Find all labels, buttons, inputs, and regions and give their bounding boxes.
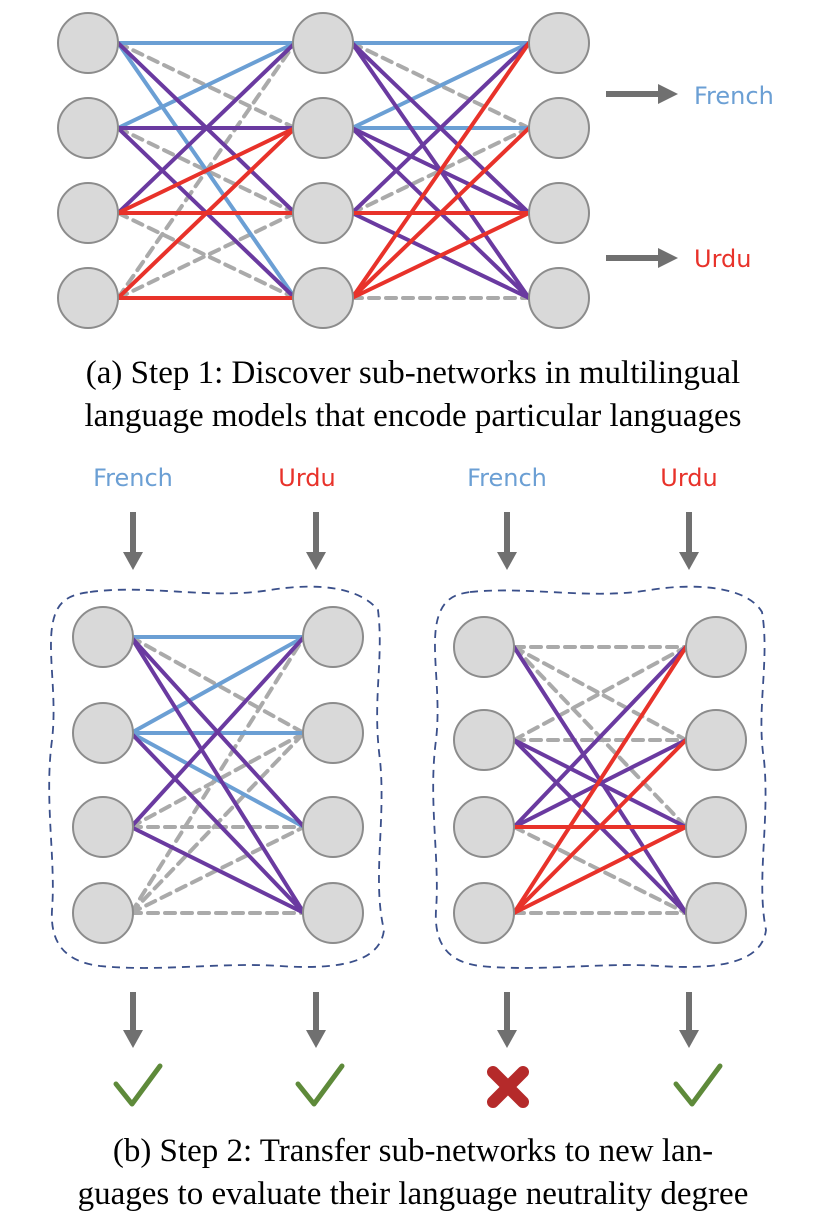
- step2-caption-line1: (b) Step 2: Transfer sub-networks to new…: [112, 1133, 714, 1169]
- step1-network-nodes: [57, 12, 590, 329]
- shared-edge: [129, 635, 306, 915]
- pruned-edge: [512, 645, 688, 742]
- step1-caption-line1: (a) Step 1: Discover sub-networks in mul…: [85, 355, 741, 391]
- urdu-subnetwork-edges: [512, 645, 688, 915]
- down-arrow-icon: [123, 992, 143, 1048]
- urdu-output-label: Urdu: [694, 245, 751, 273]
- pruned-edge: [116, 211, 297, 300]
- neuron-node: [292, 12, 354, 74]
- step2-results: [113, 1063, 723, 1108]
- step2-caption: (b) Step 2: Transfer sub-networks to new…: [0, 1130, 826, 1216]
- french-subnetwork-nodes: [72, 606, 364, 944]
- urdu-subnetwork-boundary: [432, 585, 767, 969]
- check-icon: [673, 1063, 723, 1107]
- french-input-label-right: French: [467, 464, 547, 492]
- down-arrow-icon: [306, 512, 326, 570]
- urdu-edge: [512, 738, 688, 915]
- neuron-node: [528, 182, 590, 244]
- urdu-input-label-right: Urdu: [660, 464, 717, 492]
- pruned-edge: [129, 731, 306, 829]
- down-arrow-icon: [679, 992, 699, 1048]
- neuron-node: [57, 12, 119, 74]
- pruned-edge: [350, 126, 531, 215]
- neuron-node: [685, 796, 747, 858]
- step2-arrows: [123, 512, 699, 1048]
- neuron-node: [528, 12, 590, 74]
- neuron-node: [453, 709, 515, 771]
- shared-edge: [129, 635, 306, 829]
- neuron-node: [292, 267, 354, 329]
- cross-icon: [487, 1066, 529, 1108]
- french-subnetwork-edges: [129, 635, 306, 915]
- french-edge: [350, 41, 531, 130]
- neuron-node: [292, 97, 354, 159]
- french-input-label-left: French: [93, 464, 173, 492]
- neuron-node: [292, 182, 354, 244]
- step1-network-edges: [116, 41, 531, 300]
- neuron-node: [528, 267, 590, 329]
- neuron-node: [685, 882, 747, 944]
- french-edge: [116, 41, 297, 130]
- neuron-node: [302, 796, 364, 858]
- neuron-node: [57, 182, 119, 244]
- neuron-node: [72, 796, 134, 858]
- urdu-edge: [116, 126, 297, 215]
- shared-edge: [350, 41, 531, 215]
- step2-caption-line2: guages to evaluate their language neutra…: [77, 1176, 749, 1212]
- neuron-node: [528, 97, 590, 159]
- down-arrow-icon: [123, 512, 143, 570]
- neuron-node: [302, 702, 364, 764]
- pruned-edge: [116, 211, 297, 300]
- pruned-edge: [116, 126, 297, 215]
- urdu-edge: [350, 41, 531, 300]
- urdu-edge: [350, 211, 531, 300]
- neuron-node: [72, 702, 134, 764]
- urdu-edge: [350, 126, 531, 300]
- step1-output-arrows: [606, 84, 678, 268]
- urdu-edge: [512, 645, 688, 915]
- check-icon: [295, 1063, 345, 1107]
- urdu-edge: [512, 825, 688, 915]
- step1-caption: (a) Step 1: Discover sub-networks in mul…: [0, 352, 826, 438]
- urdu-edge: [116, 126, 297, 300]
- down-arrow-icon: [497, 992, 517, 1048]
- urdu-input-label-left: Urdu: [278, 464, 335, 492]
- neuron-node: [453, 882, 515, 944]
- shared-edge: [512, 645, 688, 829]
- down-arrow-icon: [306, 992, 326, 1048]
- neuron-node: [453, 796, 515, 858]
- urdu-output-arrow: [606, 248, 678, 268]
- check-icon: [113, 1063, 163, 1107]
- neuron-node: [302, 882, 364, 944]
- pruned-edge: [116, 41, 297, 130]
- shared-edge: [129, 825, 306, 915]
- neuron-node: [685, 616, 747, 678]
- step1-caption-line2: language models that encode particular l…: [84, 398, 742, 434]
- french-edge: [129, 731, 306, 829]
- pruned-edge: [350, 41, 531, 130]
- shared-edge: [129, 731, 306, 915]
- french-subnetwork-boundary: [48, 585, 385, 969]
- neuron-node: [57, 97, 119, 159]
- french-edge: [129, 635, 306, 735]
- shared-edge: [116, 41, 297, 215]
- down-arrow-icon: [679, 512, 699, 570]
- pruned-edge: [512, 645, 688, 742]
- step2-input-labels: French Urdu French Urdu: [93, 464, 718, 492]
- neuron-node: [57, 267, 119, 329]
- pruned-edge: [129, 635, 306, 735]
- neuron-node: [72, 606, 134, 668]
- neuron-node: [302, 606, 364, 668]
- french-output-label: French: [694, 82, 774, 110]
- neuron-node: [453, 616, 515, 678]
- down-arrow-icon: [497, 512, 517, 570]
- neuron-node: [72, 882, 134, 944]
- neuron-node: [685, 709, 747, 771]
- urdu-subnetwork-nodes: [453, 616, 747, 944]
- french-output-arrow: [606, 84, 678, 104]
